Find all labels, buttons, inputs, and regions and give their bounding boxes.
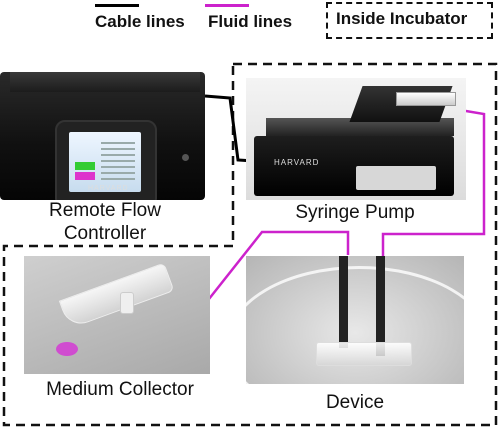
controller-top-face (10, 72, 200, 92)
collector-caption: Medium Collector (46, 379, 194, 400)
cable-lines-label: Cable lines (95, 12, 185, 31)
controller-touchscreen (69, 132, 141, 192)
incubator-legend-box (326, 2, 493, 39)
screen-green-bar (75, 162, 95, 170)
device-tube-left (339, 256, 348, 348)
screen-pink-bar (75, 172, 95, 180)
pump-front-panel (356, 166, 436, 190)
medium-collector-photo (24, 256, 210, 374)
incubator-label: Inside Incubator (336, 9, 468, 28)
pump-rail (266, 118, 454, 136)
pump-syringes (396, 92, 456, 106)
device-tube-right (376, 256, 385, 356)
pump-brand: HARVARD (274, 158, 320, 167)
controller-brand: HARVARD (88, 185, 129, 192)
collector-cap (120, 292, 134, 314)
cable-line-swatch (95, 4, 139, 7)
fluid-line-swatch (205, 4, 249, 7)
pump-caption: Syringe Pump (295, 202, 415, 223)
controller-power-led (182, 154, 189, 161)
fluid-lines-label: Fluid lines (208, 12, 293, 31)
controller-photo: HARVARD (0, 72, 205, 200)
fluid-line-collector (204, 230, 350, 305)
collector-tube (58, 262, 175, 330)
device-dish-rim (246, 266, 464, 384)
device-caption: Device (325, 392, 385, 413)
device-chip (316, 342, 412, 366)
controller-caption-line2: Controller (63, 223, 147, 244)
syringe-pump-photo: HARVARD (246, 78, 466, 200)
screen-text-lines (101, 142, 135, 182)
controller-screen-bezel (55, 120, 157, 200)
incubator-boundary (2, 62, 498, 427)
controller-caption-line1: Remote Flow (49, 200, 161, 221)
fluid-line-pump (381, 108, 486, 258)
device-photo (246, 256, 464, 384)
collector-pink-medium (56, 342, 78, 356)
